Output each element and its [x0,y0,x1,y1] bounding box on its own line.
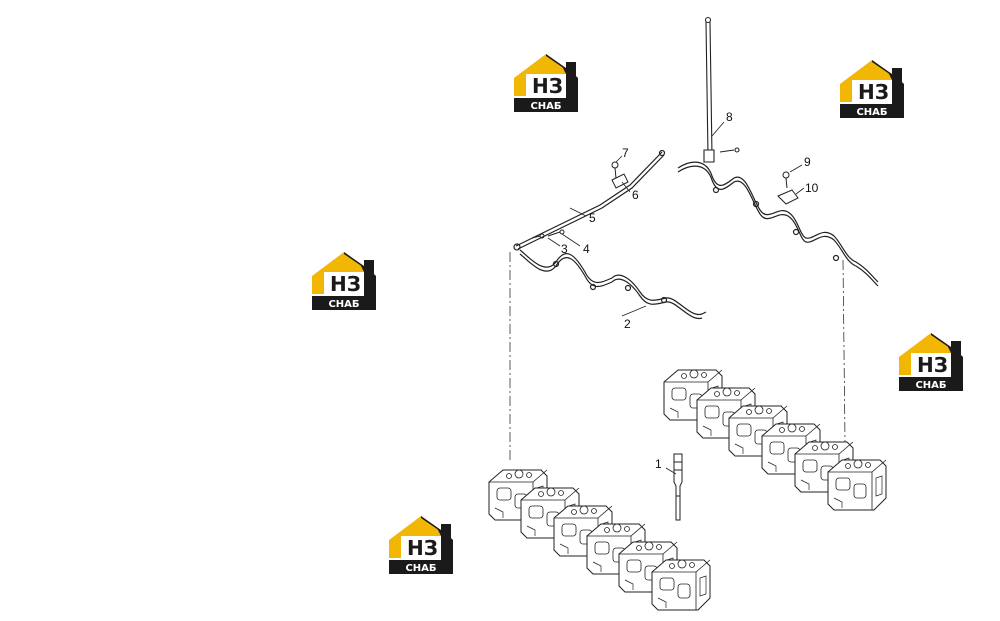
injector-part [673,453,683,521]
callout-7: 7 [622,146,629,160]
logo-word: СНАБ [328,299,359,310]
callout-8: 8 [726,110,733,124]
bolt-and-bracket [777,171,799,205]
callout-labels: 1 2 3 4 5 6 7 8 9 10 [561,110,819,471]
logo-top-right: НЗ СНАБ [840,60,904,118]
callout-10: 10 [805,181,819,195]
logo-mark: НЗ [917,353,948,377]
alignment-lines [509,252,846,462]
jumper-line-lower [519,249,707,319]
callout-2: 2 [624,317,631,331]
vertical-rod [703,16,740,163]
jumper-line-upper [677,161,879,287]
logo-middle-left: НЗ СНАБ [312,252,376,310]
fuel-line-tube [513,149,666,251]
callout-4: 4 [583,242,590,256]
logo-mark: НЗ [858,80,889,104]
callout-6: 6 [632,188,639,202]
logo-mark: НЗ [532,74,563,98]
callout-1: 1 [655,457,662,471]
logo-mark: НЗ [407,536,438,560]
logo-word: СНАБ [405,563,436,574]
logo-mark: НЗ [330,272,361,296]
logo-word: СНАБ [856,107,887,118]
small-fittings [531,229,565,239]
callout-5: 5 [589,211,596,225]
logo-top-center: НЗ СНАБ [514,54,578,112]
clamp-part [611,161,629,189]
leader-lines [547,121,805,475]
callout-9: 9 [804,155,811,169]
logo-word: СНАБ [530,101,561,112]
logo-word: СНАБ [915,380,946,391]
logo-bottom-left: НЗ СНАБ [389,516,453,574]
logo-middle-right: НЗ СНАБ [899,333,963,391]
callout-3: 3 [561,242,568,256]
cylinder-heads-right [663,369,887,511]
